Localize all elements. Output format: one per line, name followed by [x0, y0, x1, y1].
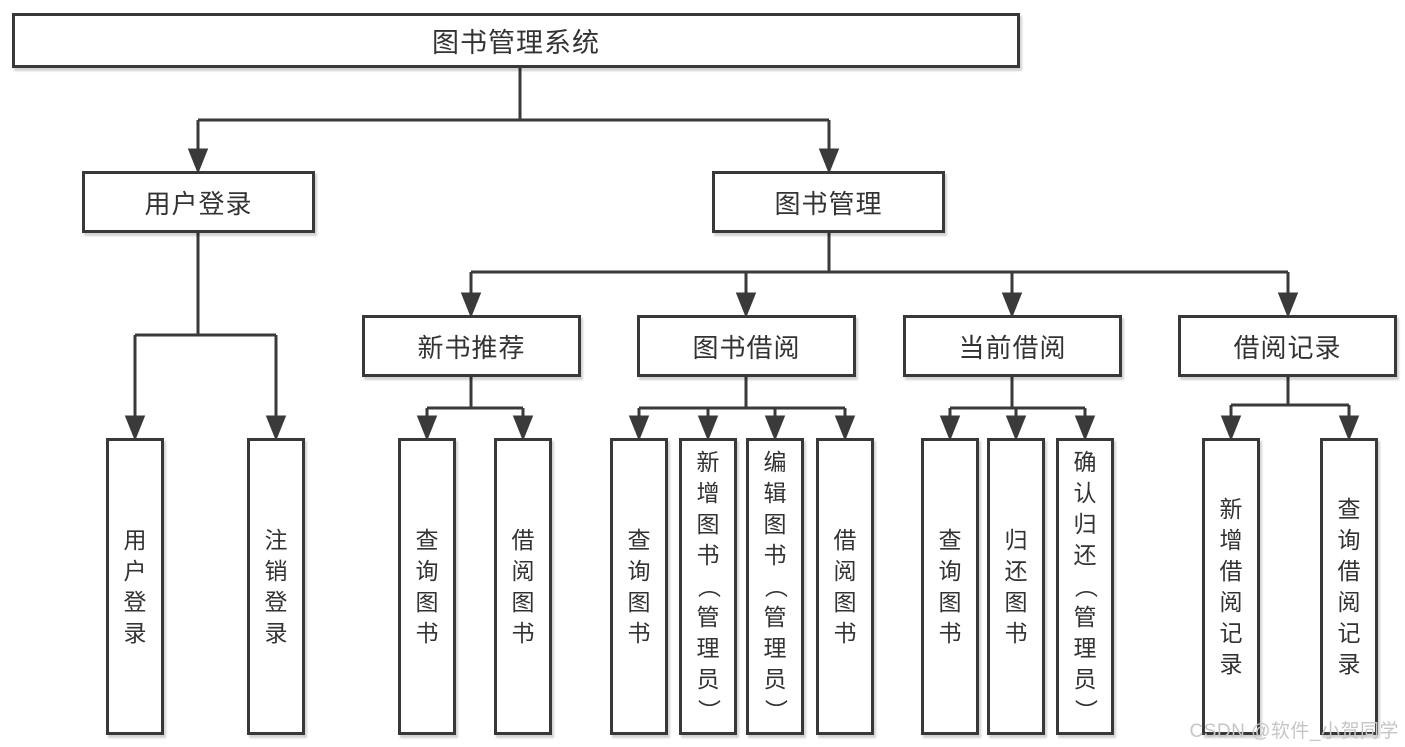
node-leaf-user-login-op: 用户登录 — [106, 438, 164, 735]
arrowhead — [764, 415, 786, 442]
arrowhead — [834, 415, 856, 442]
arrowhead — [265, 415, 287, 442]
node-leaf-confirm-return-admin: 确认归还（管理员） — [1056, 438, 1114, 735]
node-root-label: 图书管理系统 — [432, 28, 600, 58]
connector-user-login — [124, 233, 287, 442]
node-leaf-return-book: 归还图书 — [987, 438, 1045, 735]
arrowhead — [939, 415, 961, 442]
arrowhead — [697, 415, 719, 442]
arrowhead — [512, 415, 534, 442]
node-leaf-borrow-book-recommend: 借阅图书 — [494, 438, 552, 735]
node-leaf-add-borrow-record: 新增借阅记录 — [1202, 438, 1260, 735]
connector-current-borrow — [939, 377, 1096, 442]
arrowhead — [460, 292, 482, 319]
arrowhead — [735, 292, 757, 319]
node-borrow-records-label: 借阅记录 — [1233, 332, 1342, 363]
node-leaf-borrow-book-op: 借阅图书 — [816, 438, 874, 735]
node-leaf-query-book-borrow: 查询图书 — [610, 438, 668, 735]
arrowhead — [416, 415, 438, 442]
connector-borrow-records — [1220, 377, 1360, 442]
arrowhead — [1001, 292, 1023, 319]
arrowhead — [124, 415, 146, 442]
node-user-login-label: 用户登录 — [144, 188, 253, 219]
watermark: CSDN @软件_小贺同学 — [1189, 721, 1399, 742]
arrowhead — [1277, 292, 1299, 319]
node-book-borrow-label: 图书借阅 — [692, 332, 801, 363]
arrowhead — [1220, 415, 1242, 442]
node-leaf-add-book-admin: 新增图书（管理员） — [679, 438, 737, 735]
node-leaf-edit-book-admin: 编辑图书（管理员） — [746, 438, 804, 735]
arrowhead — [1074, 415, 1096, 442]
connector-book-management — [460, 233, 1299, 319]
node-leaf-logout-op: 注销登录 — [247, 438, 305, 735]
arrowhead — [1338, 415, 1360, 442]
node-book-borrow: 图书借阅 — [637, 315, 856, 377]
node-book-management-label: 图书管理 — [774, 188, 883, 219]
node-leaf-query-book-current: 查询图书 — [921, 438, 979, 735]
arrowhead — [818, 148, 840, 175]
arrowhead — [187, 148, 209, 175]
node-user-login: 用户登录 — [82, 171, 315, 233]
connector-book-borrow — [628, 377, 856, 442]
arrowhead — [1005, 415, 1027, 442]
node-leaf-query-book-recommend: 查询图书 — [398, 438, 456, 735]
node-new-book-recommend: 新书推荐 — [362, 315, 581, 377]
connector-root-to-level2 — [187, 68, 840, 175]
node-book-management: 图书管理 — [712, 171, 945, 233]
node-new-book-recommend-label: 新书推荐 — [417, 332, 526, 363]
node-current-borrow: 当前借阅 — [903, 315, 1122, 377]
node-current-borrow-label: 当前借阅 — [958, 332, 1067, 363]
node-borrow-records: 借阅记录 — [1178, 315, 1397, 377]
arrowhead — [628, 415, 650, 442]
connector-new-book-recommend — [416, 377, 534, 442]
node-leaf-query-borrow-record: 查询借阅记录 — [1320, 438, 1378, 735]
node-root: 图书管理系统 — [12, 13, 1020, 68]
